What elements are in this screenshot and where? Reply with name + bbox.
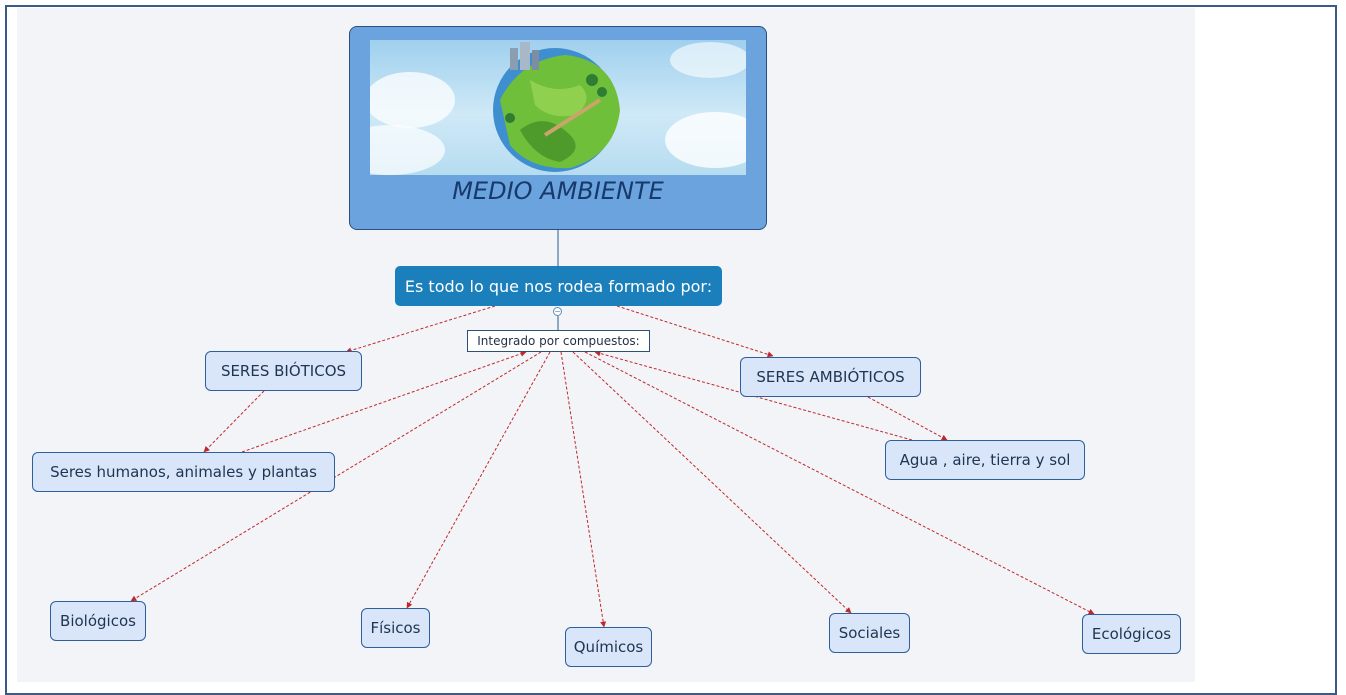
node-agua-aire-tierra-sol[interactable]: Agua , aire, tierra y sol bbox=[885, 440, 1085, 480]
node-quimicos[interactable]: Químicos bbox=[565, 627, 652, 667]
root-concept-medio-ambiente[interactable]: MEDIO AMBIENTE bbox=[349, 26, 767, 230]
definition-node[interactable]: Es todo lo que nos rodea formado por: bbox=[395, 266, 722, 306]
node-seres-abioticos[interactable]: SERES AMBIÓTICOS bbox=[740, 357, 921, 397]
collapse-icon[interactable]: − bbox=[553, 307, 562, 316]
earth-landscape-icon bbox=[370, 40, 746, 175]
node-seres-bioticos[interactable]: SERES BIÓTICOS bbox=[205, 351, 362, 391]
node-seres-humanos-animales-plantas[interactable]: Seres humanos, animales y plantas bbox=[32, 452, 335, 492]
node-fisicos[interactable]: Físicos bbox=[361, 608, 430, 648]
node-biologicos[interactable]: Biológicos bbox=[50, 601, 146, 641]
node-sociales[interactable]: Sociales bbox=[829, 613, 910, 653]
root-title: MEDIO AMBIENTE bbox=[452, 177, 664, 205]
node-ecologicos[interactable]: Ecológicos bbox=[1082, 614, 1181, 654]
linking-phrase-node[interactable]: Integrado por compuestos: bbox=[467, 330, 650, 352]
